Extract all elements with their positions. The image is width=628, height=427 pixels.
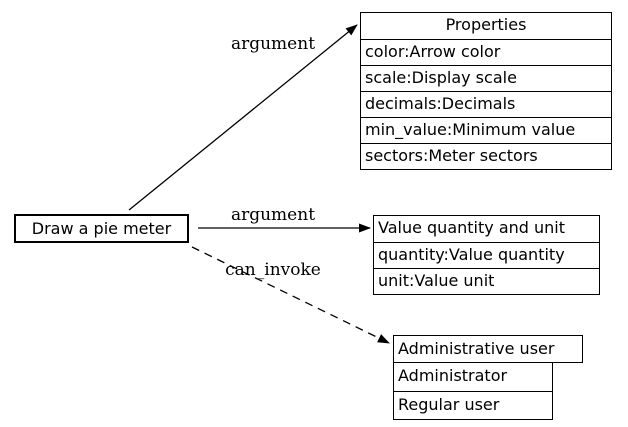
property-row-decimals: decimals:Decimals — [361, 91, 611, 117]
access-table: Administrator Regular user — [393, 362, 553, 420]
value-row-quantity: quantity:Value quantity — [374, 242, 599, 268]
value-quantity-table-header: Value quantity and unit — [378, 218, 565, 237]
value-row-unit: unit:Value unit — [374, 268, 599, 294]
properties-table-header: Properties — [445, 15, 527, 34]
property-row-color: color:Arrow color — [361, 39, 611, 65]
edge-can-invoke-to-access-table — [191, 246, 390, 344]
properties-table: Properties color:Arrow color scale:Displ… — [360, 12, 612, 170]
access-row-administrator: Administrator — [398, 366, 508, 385]
task-node-draw-pie-meter: Draw a pie meter — [14, 214, 189, 243]
value-quantity-table: Value quantity and unit quantity:Value q… — [373, 215, 600, 295]
edge-label-can-invoke: can_invoke — [225, 260, 321, 280]
edge-label-argument-properties: argument — [230, 34, 316, 54]
property-row-sectors: sectors:Meter sectors — [361, 143, 611, 169]
edge-argument-to-properties — [128, 24, 358, 211]
edge-label-argument-value: argument — [230, 205, 316, 225]
access-row-regular-user: Regular user — [394, 391, 552, 419]
property-row-min-value: min_value:Minimum value — [361, 117, 611, 143]
access-table-header: Administrative user — [393, 335, 583, 363]
property-row-scale: scale:Display scale — [361, 65, 611, 91]
